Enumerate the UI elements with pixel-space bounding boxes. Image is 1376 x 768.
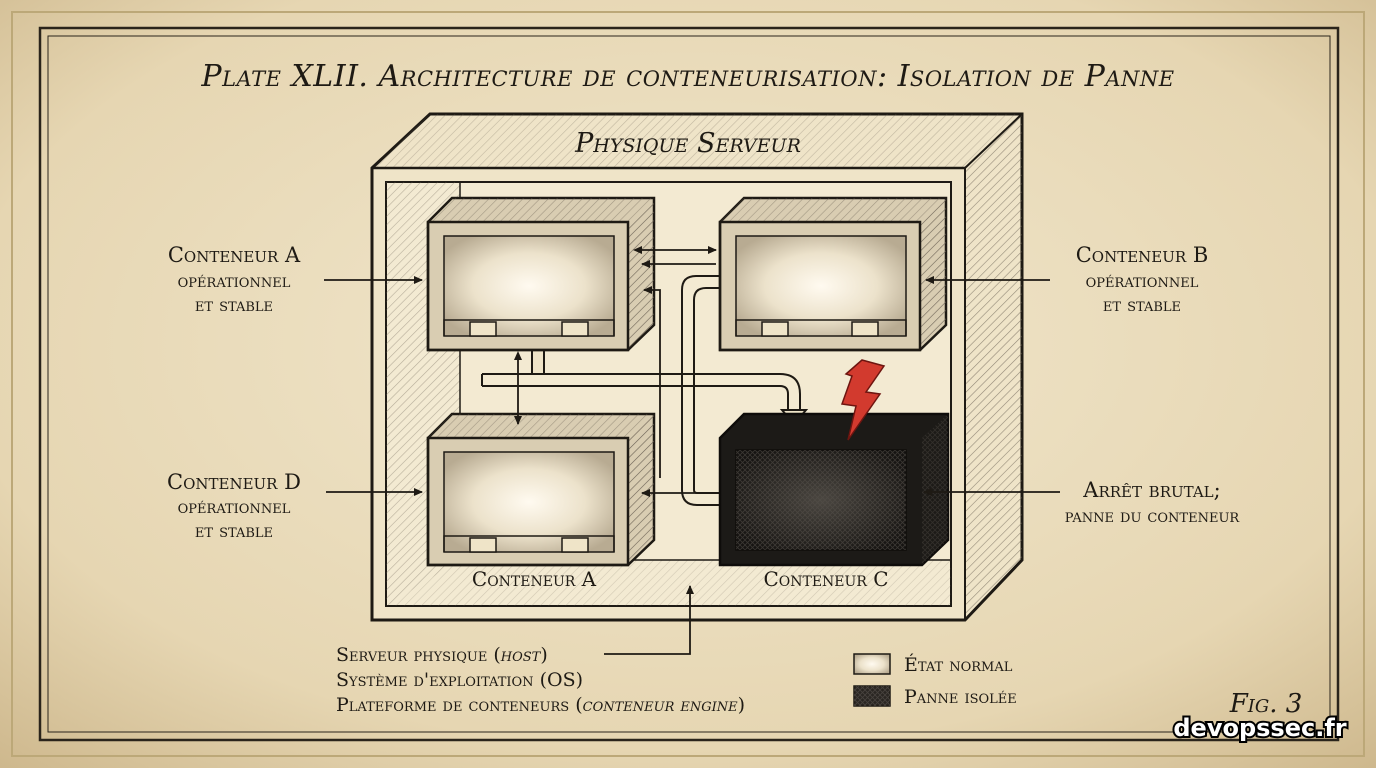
floor-label-right: Conteneur C — [763, 567, 888, 591]
container-a-box — [426, 196, 656, 352]
legend-normal-swatch — [853, 653, 891, 675]
callout-arrows — [324, 276, 1060, 655]
callout-container-b: Conteneur B opérationnel et stable — [1076, 243, 1209, 316]
floor-label-left: Conteneur A — [472, 567, 597, 591]
callout-d-line-2: opérationnel — [178, 496, 291, 518]
inner-frame — [47, 35, 1331, 733]
container-c-box — [718, 412, 950, 567]
callout-b-line-2: opérationnel — [1086, 270, 1199, 292]
callout-container-c: Arrêt brutal; panne du conteneur — [1065, 478, 1241, 527]
callout-d-line-1: Conteneur D — [167, 470, 301, 494]
callout-a-line-1: Conteneur A — [168, 243, 301, 267]
callout-d-line-3: et stable — [195, 520, 273, 542]
server-label: Physique Serveur — [574, 128, 801, 159]
plate-title: Plate XLII. Architecture de conteneurisa… — [200, 59, 1174, 94]
callout-b-line-3: et stable — [1103, 294, 1181, 316]
legend-normal-label: État normal — [904, 653, 1013, 676]
callout-b-line-1: Conteneur B — [1076, 243, 1209, 267]
container-d-box — [426, 412, 656, 567]
callout-a-line-2: opérationnel — [178, 270, 291, 292]
callout-container-a: Conteneur A opérationnel et stable — [168, 243, 301, 316]
watermark: devopssec.fr — [1173, 714, 1346, 742]
layer-line-2: Système d'exploitation (OS) — [336, 669, 583, 691]
outer-frame — [38, 26, 1340, 742]
layer-line-3: Plateforme de conteneurs (conteneur engi… — [336, 694, 745, 716]
paper-edge — [11, 11, 1365, 757]
layers-description: Serveur physique (host) Système d'exploi… — [336, 644, 745, 716]
lightning-icon — [840, 359, 886, 441]
legend-failure-label: Panne isolée — [904, 686, 1017, 708]
legend: État normal Panne isolée — [853, 653, 1017, 708]
callout-a-line-3: et stable — [195, 294, 273, 316]
callout-container-d: Conteneur D opérationnel et stable — [167, 470, 301, 542]
inter-container-arrows — [514, 246, 717, 497]
connection-pipes — [481, 275, 801, 506]
container-b-box — [718, 196, 948, 352]
callout-c-line-1: Arrêt brutal; — [1082, 478, 1220, 502]
figure-number: Fig. 3 — [1229, 689, 1303, 719]
callout-c-line-2: panne du conteneur — [1065, 505, 1241, 527]
layer-line-1: Serveur physique (host) — [336, 644, 548, 666]
